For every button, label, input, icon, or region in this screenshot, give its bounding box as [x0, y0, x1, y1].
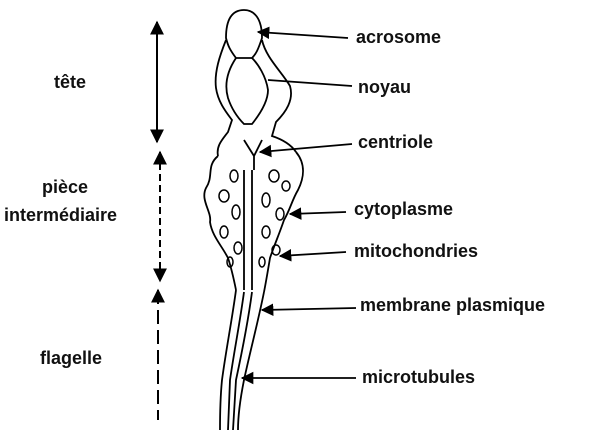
- centriole-shape: [244, 140, 262, 170]
- pointer-arrows: [242, 32, 356, 378]
- mitochondries-pointer: [280, 252, 346, 256]
- region-label-piece-line1: pièce: [42, 178, 88, 196]
- part-label-cytoplasme: cytoplasme: [354, 200, 453, 218]
- part-label-membrane-plasmique: membrane plasmique: [360, 296, 545, 314]
- cytoplasme-pointer: [290, 212, 346, 214]
- axial-filaments: [244, 170, 252, 290]
- centriole-pointer: [260, 144, 352, 152]
- noyau-pointer: [268, 80, 352, 86]
- acrosome-shape: [226, 10, 262, 58]
- part-label-mitochondries: mitochondries: [354, 242, 478, 260]
- region-label-piece-line2: intermédiaire: [4, 206, 117, 224]
- part-label-acrosome: acrosome: [356, 28, 441, 46]
- region-label-tete: tête: [54, 73, 86, 91]
- region-arrows: [157, 22, 160, 420]
- mitochondria-rings: [219, 170, 290, 267]
- nucleus-outline: [226, 58, 268, 124]
- cell-outline: [204, 10, 303, 430]
- region-label-flagelle: flagelle: [40, 349, 102, 367]
- membrane-pointer: [262, 308, 356, 310]
- part-label-centriole: centriole: [358, 133, 433, 151]
- midpiece-outline: [204, 152, 303, 292]
- part-label-noyau: noyau: [358, 78, 411, 96]
- part-label-microtubules: microtubules: [362, 368, 475, 386]
- acrosome-pointer: [258, 32, 348, 38]
